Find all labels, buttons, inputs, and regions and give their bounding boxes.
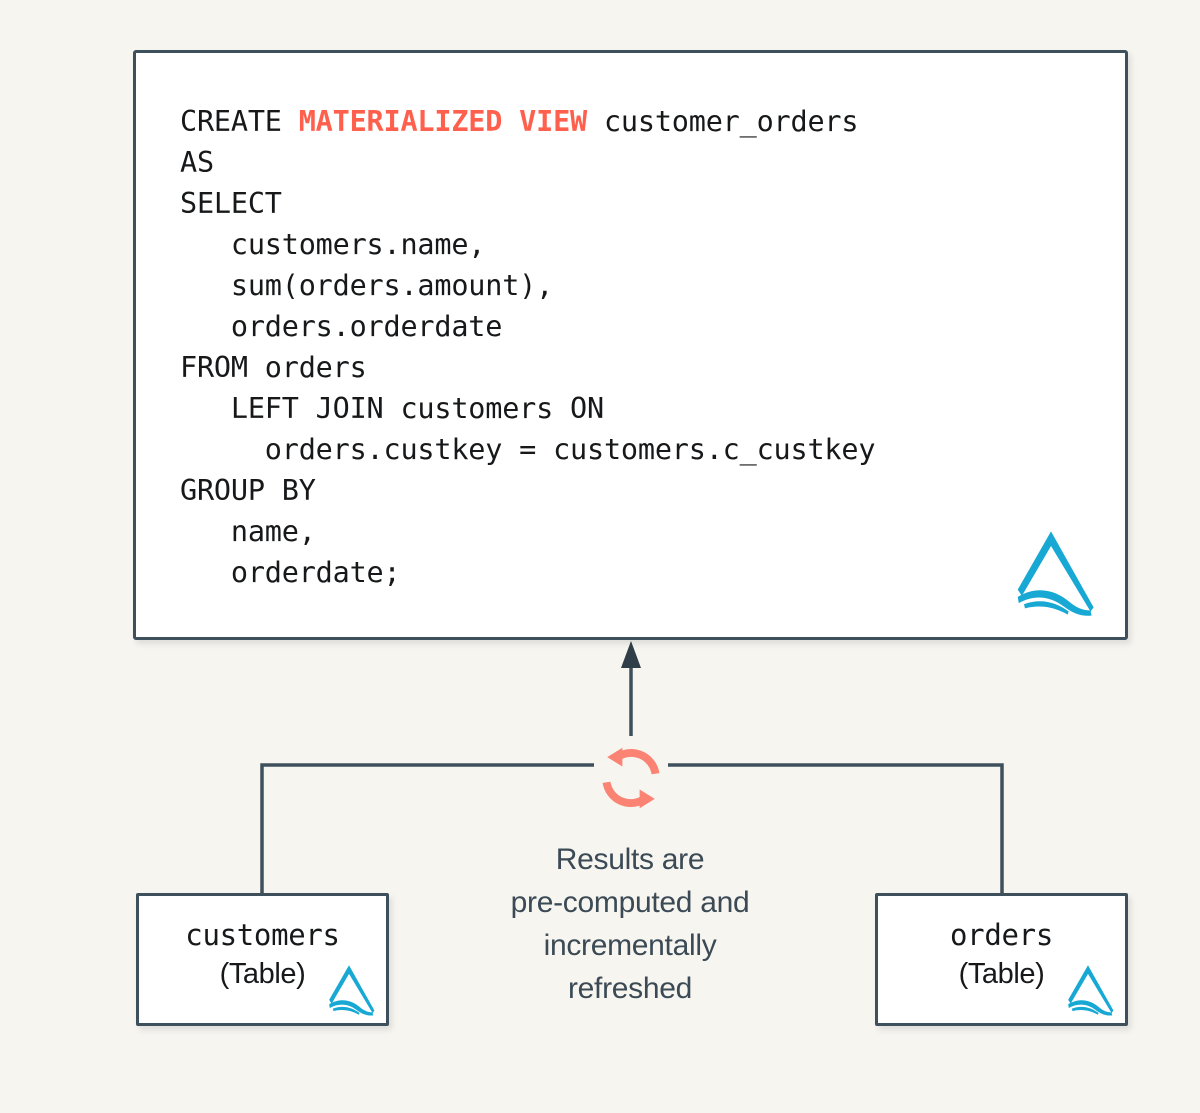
hudi-logo [329, 965, 375, 1016]
sql-code-text: CREATE MATERIALIZED VIEW customer_orders… [180, 101, 875, 593]
sql-line-4: customers.name, [180, 228, 486, 261]
table-kind-customers: (Table) [219, 958, 306, 990]
caption-text: Results are pre-computed and incremental… [445, 838, 815, 1010]
sql-line-7: FROM orders [180, 351, 367, 384]
caption-line-1: Results are [555, 843, 705, 876]
table-name-orders: orders [950, 918, 1053, 952]
sql-line-11: name, [180, 515, 316, 548]
sql-line-9: orders.custkey = customers.c_custkey [180, 433, 876, 466]
sql-line-3: SELECT [180, 187, 282, 220]
sql-line-1-prefix: CREATE [180, 105, 299, 138]
sql-line-12: orderdate; [180, 556, 401, 589]
sql-keyword-materialized-view: MATERIALIZED VIEW [298, 105, 588, 138]
arrow-head-icon [621, 641, 641, 668]
sql-line-1-suffix: customer_orders [587, 105, 859, 138]
caption-line-2: pre-computed and [510, 886, 750, 919]
table-box-orders: orders (Table) [875, 893, 1128, 1026]
caption-line-4: refreshed [567, 972, 693, 1005]
sql-line-8: LEFT JOIN customers ON [180, 392, 604, 425]
refresh-cycle-icon [602, 747, 660, 809]
sql-line-5: sum(orders.amount), [180, 269, 554, 302]
table-box-customers: customers (Table) [136, 893, 389, 1026]
sql-line-2: AS [180, 146, 214, 179]
table-name-customers: customers [185, 918, 340, 952]
sql-line-6: orders.orderdate [180, 310, 503, 343]
sql-line-10: GROUP BY [180, 474, 316, 507]
caption-line-3: incrementally [543, 929, 717, 962]
hudi-logo [1017, 531, 1094, 616]
table-kind-orders: (Table) [958, 958, 1045, 990]
sql-code-panel: CREATE MATERIALIZED VIEW customer_orders… [133, 50, 1128, 640]
hudi-logo [1068, 965, 1114, 1016]
